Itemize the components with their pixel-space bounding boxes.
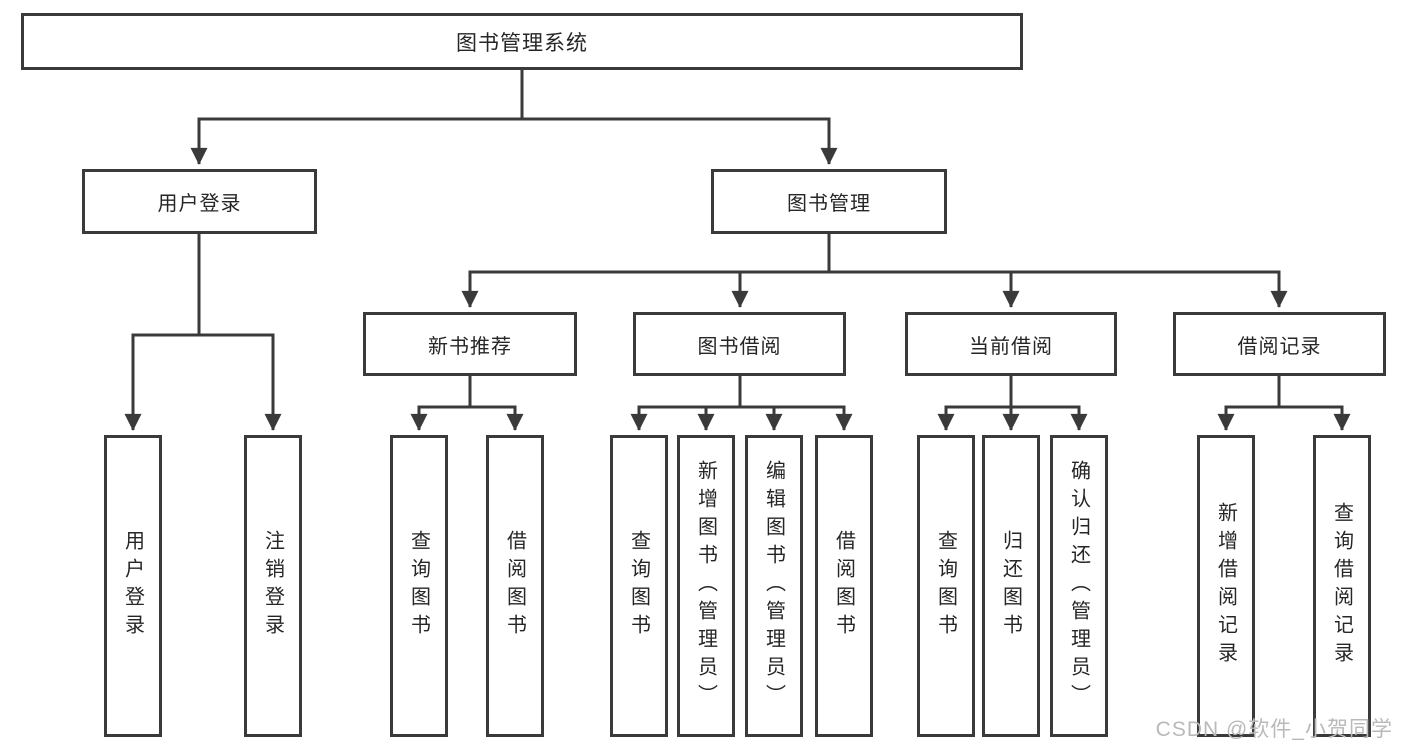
node-book-management-system: 图书管理系统 [21, 13, 1023, 70]
node-borrowing-records: 借阅记录 [1173, 312, 1386, 376]
leaf-borrow-books: 借阅图书 [486, 435, 544, 737]
node-book-management: 图书管理 [711, 169, 947, 234]
leaf-logout: 注销登录 [244, 435, 302, 737]
leaf-add-borrow-record: 新增借阅记录 [1197, 435, 1255, 737]
leaf-confirm-return-admin: 确认归还（管理员） [1050, 435, 1108, 737]
leaf-query-books: 查询图书 [390, 435, 448, 737]
leaf-edit-books-admin: 编辑图书（管理员） [745, 435, 803, 737]
leaf-return-books: 归还图书 [982, 435, 1040, 737]
leaf-borrow-books: 借阅图书 [815, 435, 873, 737]
leaf-query-books: 查询图书 [610, 435, 668, 737]
leaf-query-borrow-record: 查询借阅记录 [1313, 435, 1371, 737]
leaf-user-login: 用户登录 [104, 435, 162, 737]
node-new-book-recommend: 新书推荐 [363, 312, 577, 376]
csdn-watermark: CSDN @软件_小贺同学 [1155, 718, 1393, 741]
leaf-query-books: 查询图书 [917, 435, 975, 737]
leaf-add-books-admin: 新增图书（管理员） [677, 435, 735, 737]
node-current-borrowing: 当前借阅 [905, 312, 1117, 376]
node-user-login: 用户登录 [82, 169, 317, 234]
node-book-borrowing: 图书借阅 [633, 312, 846, 376]
